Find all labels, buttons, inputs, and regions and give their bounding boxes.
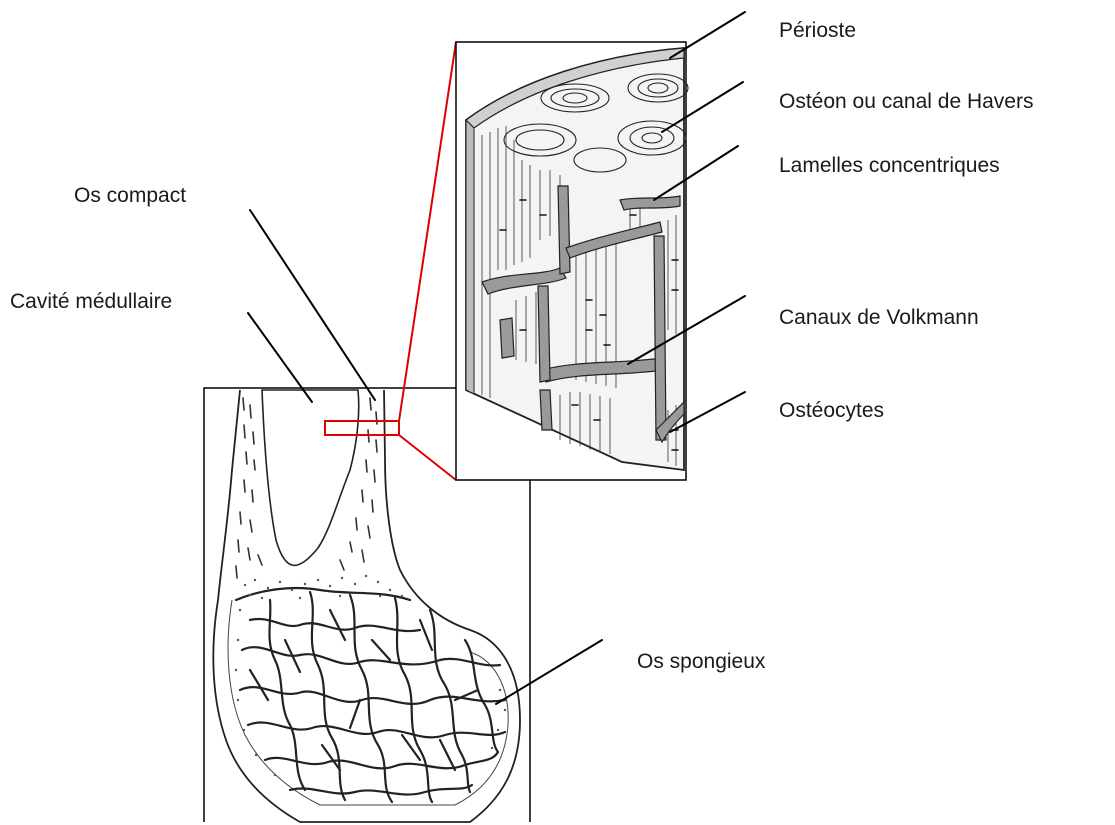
label-os-compact: Os compact (74, 184, 186, 208)
leader-perioste (670, 12, 745, 58)
zoom-connector-lines (399, 42, 456, 480)
label-cavite-medullaire: Cavité médullaire (10, 290, 172, 314)
leader-os-compact (250, 210, 375, 400)
label-os-spongieux: Os spongieux (637, 650, 765, 674)
label-osteocytes: Ostéocytes (779, 399, 884, 423)
label-perioste: Périoste (779, 19, 856, 43)
label-osteon: Ostéon ou canal de Havers (779, 90, 1033, 114)
label-lamelles: Lamelles concentriques (779, 154, 1000, 178)
label-volkmann: Canaux de Volkmann (779, 306, 979, 330)
left-edge-layer (466, 120, 474, 394)
magnified-compact-bone-panel (456, 42, 688, 480)
